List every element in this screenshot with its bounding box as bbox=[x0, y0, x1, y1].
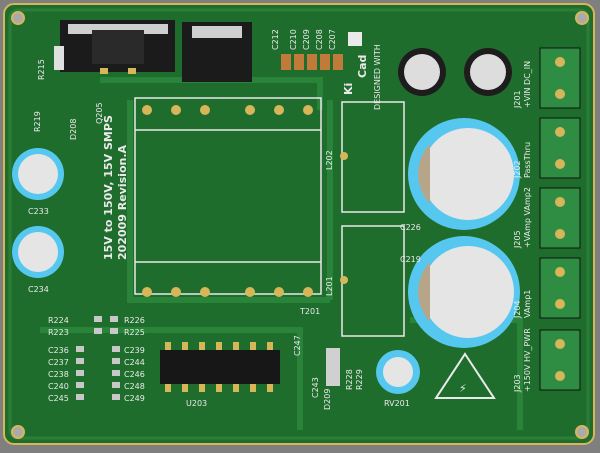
label-r226: R226 bbox=[124, 316, 145, 325]
connector-label-j201: +VIN DC_IN bbox=[523, 61, 532, 108]
label-r219: R219 bbox=[33, 111, 42, 132]
capacitor-c233 bbox=[12, 148, 64, 200]
label-c208: C208 bbox=[315, 29, 324, 50]
hv-warning-icon bbox=[434, 352, 496, 399]
label-t201: T201 bbox=[299, 307, 320, 316]
label-c219: C219 bbox=[400, 255, 421, 264]
label-l201: L201 bbox=[325, 276, 334, 296]
connector-label-j205: +VAmp VAmp2 bbox=[523, 187, 532, 248]
capacitor-c234 bbox=[12, 226, 64, 278]
label-c244: C244 bbox=[124, 358, 145, 367]
logo-tagline: DESIGNED WITH bbox=[373, 44, 382, 110]
label-l202: L202 bbox=[325, 150, 334, 170]
label-c233: C233 bbox=[28, 207, 49, 216]
label-c236: C236 bbox=[48, 346, 69, 355]
board-title-line1: 15V to 150V, 15V SMPS bbox=[102, 115, 115, 260]
connector-ref-j202: J202 bbox=[513, 160, 522, 179]
label-c248: C248 bbox=[124, 382, 145, 391]
label-d208: D208 bbox=[69, 119, 78, 140]
label-r229: R229 bbox=[355, 369, 364, 390]
label-c245: C245 bbox=[48, 394, 69, 403]
connector-label-j204: VAmp1 bbox=[523, 290, 532, 318]
connector-ref-j203: J203 bbox=[513, 374, 522, 393]
passives-grid bbox=[76, 316, 120, 400]
label-c249: C249 bbox=[124, 394, 145, 403]
label-d209: D209 bbox=[323, 389, 332, 410]
connector-ref-j205: J205 bbox=[513, 230, 522, 249]
heatsink-left bbox=[60, 20, 175, 74]
r215-part bbox=[54, 46, 64, 70]
connector-ref-j204: J204 bbox=[513, 300, 522, 319]
heatsink-right bbox=[182, 22, 252, 82]
connector-label-j203: +150V HV_PWR bbox=[523, 328, 532, 392]
connector-ref-j201: J201 bbox=[513, 90, 522, 109]
label-r224: R224 bbox=[48, 316, 69, 325]
logo-cad: Cad bbox=[356, 55, 369, 78]
diode-d209 bbox=[326, 348, 340, 386]
capacitor-c219 bbox=[408, 236, 520, 348]
transformer-pins bbox=[142, 105, 313, 297]
label-c210: C210 bbox=[289, 29, 298, 50]
potentiometer-rv201 bbox=[376, 350, 420, 394]
label-c207: C207 bbox=[328, 29, 337, 50]
label-r228: R228 bbox=[345, 369, 354, 390]
transformer-t201 bbox=[134, 97, 322, 295]
label-u203: U203 bbox=[186, 399, 207, 408]
label-c234: C234 bbox=[28, 285, 49, 294]
label-c247: C247 bbox=[293, 335, 302, 356]
label-c237: C237 bbox=[48, 358, 69, 367]
small-caps-top bbox=[281, 54, 343, 70]
label-rv201: RV201 bbox=[384, 399, 410, 408]
capacitor-c226 bbox=[408, 118, 520, 230]
label-r225: R225 bbox=[124, 328, 145, 337]
label-c240: C240 bbox=[48, 382, 69, 391]
label-c246: C246 bbox=[124, 370, 145, 379]
kicad-logo: Ki Cad DESIGNED WITH bbox=[342, 32, 382, 110]
label-c239: C239 bbox=[124, 346, 145, 355]
logo-ki: Ki bbox=[342, 83, 355, 95]
caps-dc-in bbox=[398, 48, 512, 96]
label-c209: C209 bbox=[302, 29, 311, 50]
ic-u203 bbox=[160, 342, 280, 392]
mounting-holes bbox=[11, 11, 589, 439]
label-c226: C226 bbox=[400, 223, 421, 232]
label-c243: C243 bbox=[311, 377, 320, 398]
silkscreen-labels: R215 R219 D208 Q205 C212 C210 C209 C208 … bbox=[28, 29, 532, 410]
board-title-line2: 202009 Revision.A bbox=[116, 144, 129, 260]
label-c212: C212 bbox=[271, 29, 280, 50]
connector-label-j202: PassThru bbox=[523, 142, 532, 178]
hv-warning-bolt: ⚡ bbox=[459, 382, 467, 395]
label-r223: R223 bbox=[48, 328, 69, 337]
label-q205: Q205 bbox=[95, 102, 104, 124]
label-c238: C238 bbox=[48, 370, 69, 379]
connector-blocks bbox=[539, 47, 581, 391]
label-r215: R215 bbox=[37, 59, 46, 80]
